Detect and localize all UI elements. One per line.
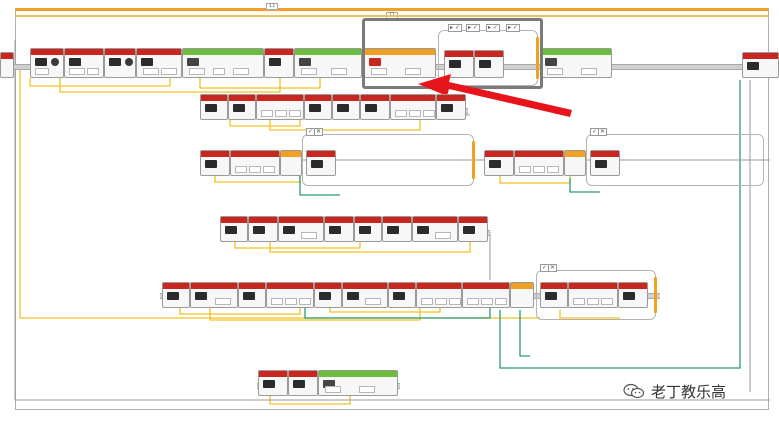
switch-block[interactable] <box>564 150 586 176</box>
motor-block[interactable] <box>314 282 342 308</box>
motor-block[interactable] <box>278 216 324 242</box>
compare-block[interactable] <box>230 150 280 176</box>
wechat-icon <box>623 383 645 399</box>
motor-block[interactable] <box>248 216 278 242</box>
top-loop-label: 11 <box>266 3 279 10</box>
motor-block[interactable] <box>360 94 390 120</box>
motor-block[interactable] <box>220 216 248 242</box>
sensor-block[interactable] <box>294 48 362 78</box>
motor-block[interactable] <box>388 282 416 308</box>
switch-block[interactable] <box>280 150 302 176</box>
motor-block[interactable] <box>238 282 266 308</box>
motor-block[interactable] <box>382 216 412 242</box>
motor-block[interactable] <box>200 150 230 176</box>
motor-block[interactable] <box>590 150 620 176</box>
motor-block[interactable] <box>258 370 288 396</box>
sensor-block[interactable] <box>182 48 264 78</box>
motor-block[interactable] <box>474 50 504 78</box>
math-block[interactable] <box>568 282 618 308</box>
motor-block[interactable] <box>200 94 228 120</box>
motor-block[interactable] <box>332 94 360 120</box>
motor-block[interactable] <box>228 94 256 120</box>
motor-block[interactable] <box>436 94 466 120</box>
switch-container[interactable] <box>302 134 475 186</box>
switch-tab[interactable]: ✕ <box>314 128 324 136</box>
math-block[interactable] <box>390 94 436 120</box>
switch-tab[interactable]: ▸ ✓ <box>448 24 462 32</box>
motor-block[interactable] <box>104 48 136 78</box>
motor-block[interactable] <box>0 52 14 78</box>
motor-block[interactable] <box>354 216 382 242</box>
motor-block[interactable] <box>190 282 238 308</box>
watermark: 老丁教乐高 <box>623 381 726 401</box>
math-block[interactable] <box>256 94 304 120</box>
motor-block[interactable] <box>540 282 568 308</box>
motor-block[interactable] <box>304 94 332 120</box>
watermark-text: 老丁教乐高 <box>651 382 727 401</box>
motor-block[interactable] <box>306 150 336 176</box>
motor-block[interactable] <box>162 282 190 308</box>
wait-block[interactable] <box>364 48 436 78</box>
motor-block[interactable] <box>324 216 354 242</box>
motor-block[interactable] <box>458 216 488 242</box>
switch-tab[interactable]: ▸ ✓ <box>466 24 480 32</box>
switch-block[interactable] <box>510 282 534 308</box>
motor-block[interactable] <box>342 282 388 308</box>
motor-block[interactable] <box>618 282 648 308</box>
sensor-block[interactable] <box>318 370 398 396</box>
switch-container[interactable] <box>536 270 657 320</box>
motor-block[interactable] <box>484 150 514 176</box>
motor-block[interactable] <box>136 48 182 78</box>
motor-block[interactable] <box>64 48 104 78</box>
switch-tab[interactable]: ▸ ✓ <box>486 24 500 32</box>
motor-block[interactable] <box>412 216 458 242</box>
motor-block[interactable] <box>30 48 64 78</box>
compare-block[interactable] <box>266 282 314 308</box>
switch-tab[interactable]: ✕ <box>548 264 558 272</box>
switch-tab[interactable]: ▸ ✓ <box>506 24 520 32</box>
compare-block[interactable] <box>514 150 564 176</box>
switch-container[interactable] <box>586 134 764 186</box>
motor-block[interactable] <box>288 370 318 396</box>
switch-tab[interactable]: ✕ <box>598 128 608 136</box>
math-block[interactable] <box>462 282 510 308</box>
motor-block[interactable] <box>742 52 779 78</box>
motor-block[interactable] <box>444 50 474 78</box>
compare-block[interactable] <box>416 282 462 308</box>
inner-loop-frame <box>15 15 769 20</box>
motor-block[interactable] <box>264 48 294 78</box>
